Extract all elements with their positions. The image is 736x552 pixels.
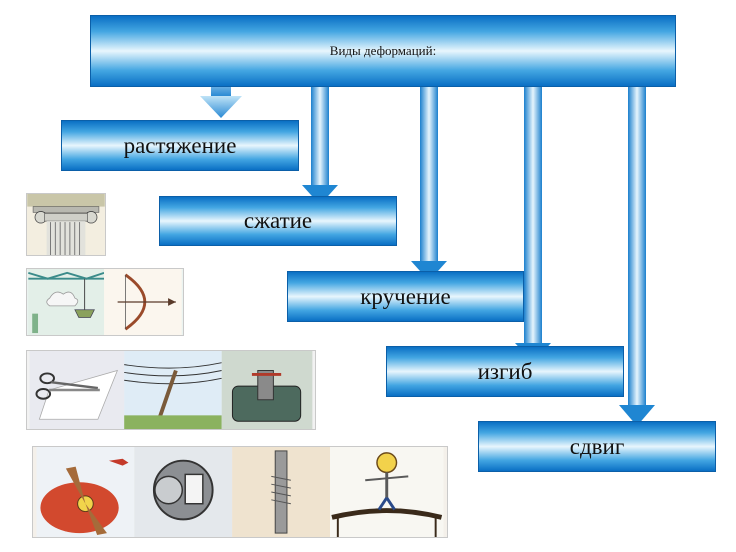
- type-shear-label: сдвиг: [569, 433, 625, 459]
- type-compression-label: сжатие: [243, 208, 313, 233]
- type-torsion-box: кручение: [287, 271, 524, 322]
- diagram-title: Виды деформаций:: [329, 43, 437, 58]
- type-shear-box: сдвиг: [478, 421, 716, 472]
- arrow-to-compression: [302, 86, 338, 205]
- scissors-pole-vise-icon: [29, 351, 313, 429]
- propeller-key-screw-tightrope-illustration: [32, 446, 448, 538]
- type-bending-label: изгиб: [477, 358, 533, 384]
- type-stretching-label: растяжение: [123, 132, 237, 158]
- column-capital-illustration: [26, 193, 106, 256]
- arrow-to-shear: [619, 86, 655, 426]
- type-stretching-box: растяжение: [61, 120, 299, 171]
- scissors-pole-vise-illustration: [26, 350, 316, 430]
- type-bending-box: изгиб: [386, 346, 624, 397]
- type-torsion-label: кручение: [360, 283, 451, 309]
- column-icon: [27, 194, 105, 255]
- propeller-key-screw-tightrope-icon: [36, 447, 444, 537]
- arrow-to-torsion: [411, 86, 447, 281]
- diagram-title-box: Виды деформаций:: [90, 15, 676, 87]
- crane-bow-icon: [28, 269, 182, 335]
- type-compression-box: сжатие: [159, 196, 397, 246]
- crane-and-bow-illustration: [26, 268, 184, 336]
